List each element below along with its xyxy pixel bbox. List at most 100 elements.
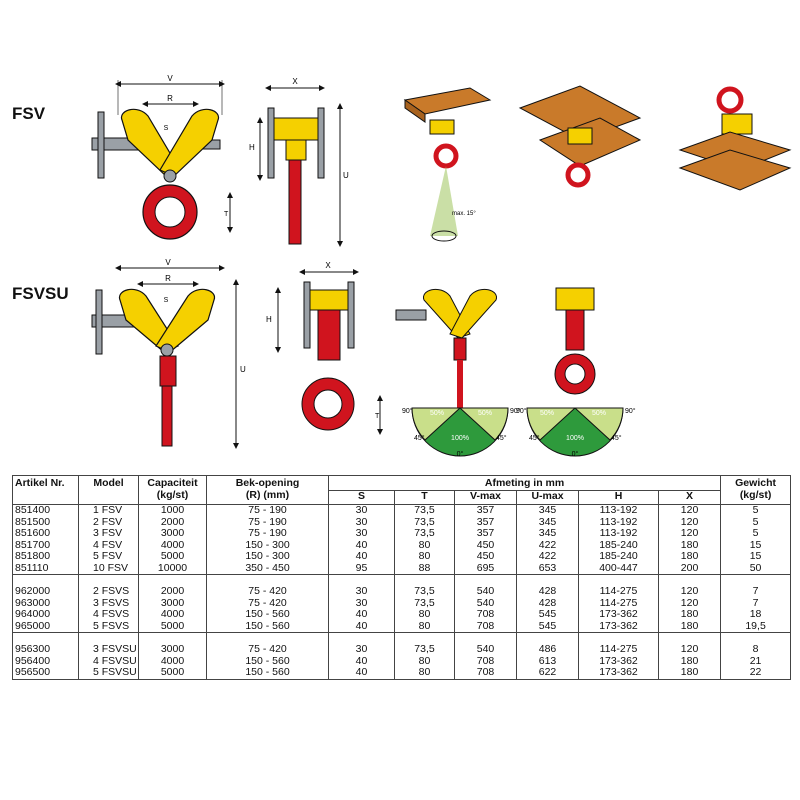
cell-s: 40 — [328, 608, 395, 621]
separator-cell — [206, 632, 329, 644]
separator-cell — [12, 632, 79, 644]
cell-s: 30 — [328, 504, 395, 517]
cell-gewicht: 19,5 — [720, 620, 792, 633]
cell-t: 73,5 — [394, 527, 455, 540]
cell-v-max: 695 — [454, 562, 517, 575]
separator-cell — [720, 574, 792, 586]
cell-bek-opening: 150 - 300 — [206, 539, 329, 551]
cell-u-max: 428 — [516, 585, 579, 598]
cell-x: 180 — [657, 666, 721, 680]
svg-text:100%: 100% — [451, 435, 469, 442]
cell-capaciteit: 3000 — [138, 643, 207, 656]
cell-v-max: 708 — [454, 666, 517, 680]
fsvsu-front-view: V R S U — [91, 258, 246, 449]
cell-s: 40 — [328, 666, 395, 680]
cell-h: 400-447 — [578, 562, 659, 575]
svg-text:0°: 0° — [457, 450, 464, 458]
cell-v-max: 357 — [454, 516, 517, 528]
fsv-beam-illustration-2 — [518, 85, 642, 188]
cell-v-max: 450 — [454, 550, 517, 563]
cell-bek-opening: 150 - 300 — [206, 550, 329, 563]
cell-t: 73,5 — [394, 504, 455, 517]
cell-bek-opening: 75 - 190 — [206, 504, 329, 517]
cell-t: 80 — [394, 539, 455, 551]
separator-cell — [454, 632, 517, 644]
fsv-label: FSV — [12, 104, 46, 123]
cell-x: 180 — [657, 655, 721, 667]
separator-cell — [78, 574, 139, 586]
cell-model: 2 FSV — [78, 516, 139, 528]
cell-h: 113-192 — [578, 527, 659, 540]
svg-text:X: X — [325, 261, 331, 270]
cell-h: 114-275 — [578, 585, 659, 598]
header-vmax: V-max — [454, 490, 517, 505]
cell-artikel: 851110 — [12, 562, 79, 575]
fsv-beam-illustration-3 — [678, 86, 792, 191]
cell-artikel: 956300 — [12, 643, 79, 656]
svg-text:H: H — [266, 315, 272, 324]
svg-text:H: H — [249, 143, 255, 152]
specification-table: Artikel Nr. Model Capaciteit Bek-opening… — [12, 475, 792, 680]
cell-u-max: 545 — [516, 608, 579, 621]
fsvsu-load-diagram-2: 50% 50% 100% 90° 90° 45° 45° 0° — [516, 287, 636, 458]
cell-s: 95 — [328, 562, 395, 575]
cell-gewicht: 22 — [720, 666, 792, 680]
group-separator — [12, 574, 792, 586]
cell-model: 3 FSV — [78, 527, 139, 540]
cell-gewicht: 7 — [720, 585, 792, 598]
svg-text:45°: 45° — [611, 434, 622, 442]
cell-h: 113-192 — [578, 504, 659, 517]
svg-text:50%: 50% — [592, 410, 606, 417]
svg-text:max. 15°: max. 15° — [452, 211, 476, 217]
separator-cell — [578, 574, 659, 586]
cell-x: 120 — [657, 516, 721, 528]
cell-s: 30 — [328, 643, 395, 656]
cell-capaciteit: 3000 — [138, 597, 207, 609]
separator-cell — [328, 574, 395, 586]
separator-cell — [657, 632, 721, 644]
header-x: X — [657, 490, 721, 505]
cell-artikel: 962000 — [12, 585, 79, 598]
cell-u-max: 545 — [516, 620, 579, 633]
fsv-front-view: V R S T — [91, 74, 233, 240]
cell-v-max: 540 — [454, 585, 517, 598]
cell-capaciteit: 5000 — [138, 620, 207, 633]
cell-bek-opening: 75 - 420 — [206, 597, 329, 609]
cell-t: 80 — [394, 655, 455, 667]
cell-s: 40 — [328, 655, 395, 667]
cell-gewicht: 15 — [720, 550, 792, 563]
separator-cell — [394, 574, 455, 586]
header-capaciteit-unit: (kg/st) — [138, 490, 207, 505]
cell-u-max: 345 — [516, 516, 579, 528]
header-h: H — [578, 490, 659, 505]
cell-model: 3 FSVSU — [78, 643, 139, 656]
cell-h: 173-362 — [578, 666, 659, 680]
cell-bek-opening: 75 - 420 — [206, 585, 329, 598]
svg-text:S: S — [164, 125, 169, 132]
separator-cell — [78, 632, 139, 644]
cell-u-max: 345 — [516, 527, 579, 540]
fsv-side-view: X H U — [249, 77, 349, 247]
cell-x: 120 — [657, 585, 721, 598]
cell-x: 180 — [657, 608, 721, 621]
cell-capaciteit: 4000 — [138, 655, 207, 667]
header-umax: U-max — [516, 490, 579, 505]
cell-model: 4 FSVSU — [78, 655, 139, 667]
technical-drawings: V R S T X H U max — [91, 74, 792, 458]
cell-bek-opening: 75 - 420 — [206, 643, 329, 656]
cell-t: 80 — [394, 666, 455, 680]
svg-text:90°: 90° — [510, 407, 521, 415]
separator-cell — [206, 574, 329, 586]
cell-bek-opening: 150 - 560 — [206, 608, 329, 621]
cell-artikel: 965000 — [12, 620, 79, 633]
cell-capaciteit: 5000 — [138, 666, 207, 680]
